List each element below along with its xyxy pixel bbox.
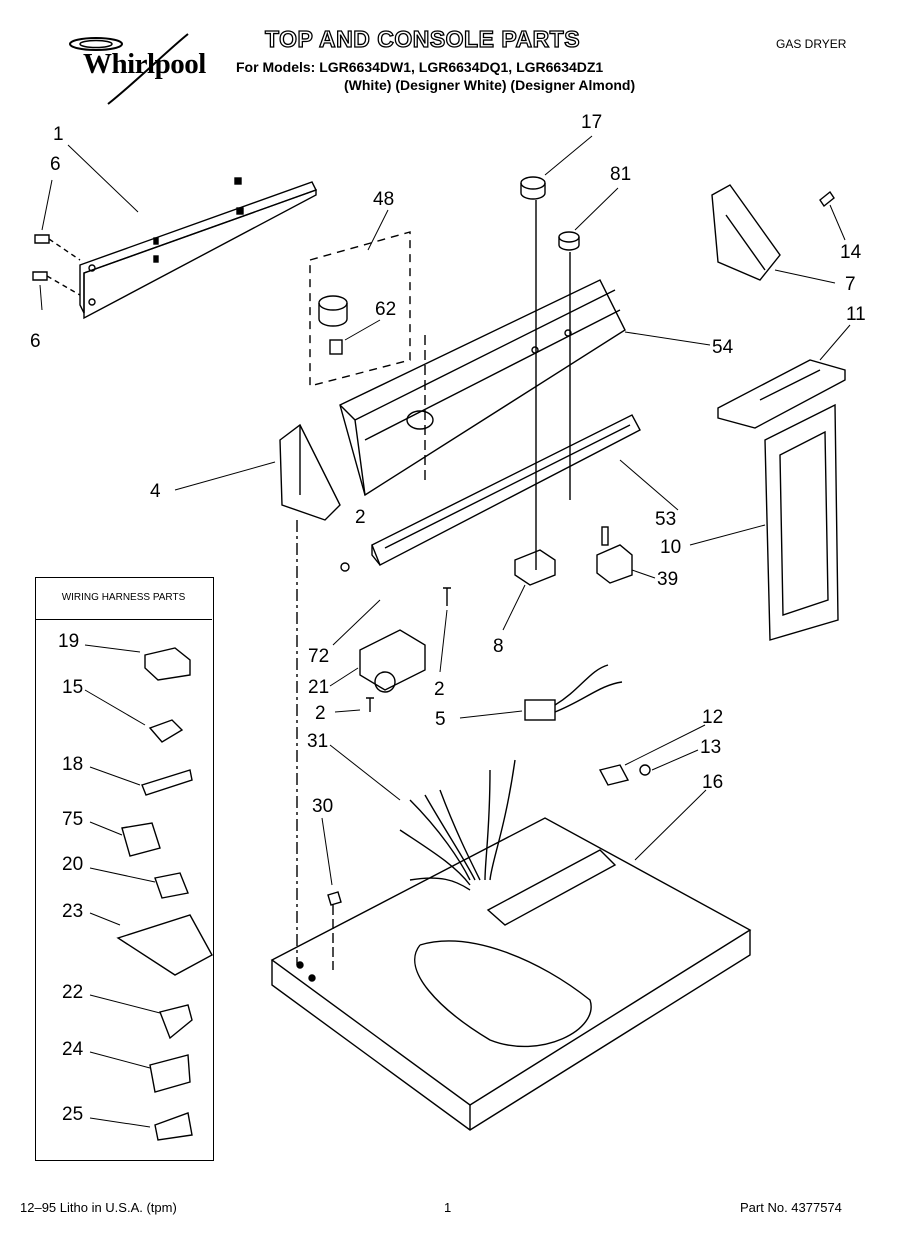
part-bracket-7 xyxy=(711,184,781,281)
callout-24: 24 xyxy=(62,1039,84,1060)
callout-2c: 2 xyxy=(434,679,445,700)
callout-1: 1 xyxy=(53,124,64,145)
part-screws-6 xyxy=(32,234,81,296)
callout-25: 25 xyxy=(62,1104,84,1125)
part-top-panel-16 xyxy=(270,817,752,1131)
callout-72: 72 xyxy=(308,646,330,667)
callout-5: 5 xyxy=(435,709,446,730)
callout-2b: 2 xyxy=(315,703,326,724)
callout-22: 22 xyxy=(62,982,84,1003)
callout-11: 11 xyxy=(846,304,866,325)
variants-line: (White) (Designer White) (Designer Almon… xyxy=(344,77,636,93)
callout-7: 7 xyxy=(845,274,856,295)
page-title: TOP AND CONSOLE PARTS xyxy=(264,25,581,52)
callout-53: 53 xyxy=(655,509,677,530)
part-timer-21 xyxy=(359,629,426,693)
callout-81: 81 xyxy=(610,164,632,185)
callout-4: 4 xyxy=(150,481,161,502)
part-screw-14 xyxy=(819,190,835,208)
callout-75: 75 xyxy=(62,809,84,830)
product-type: GAS DRYER xyxy=(776,37,847,51)
part-clip-30 xyxy=(327,891,342,970)
callout-21: 21 xyxy=(308,677,330,698)
callout-19: 19 xyxy=(58,631,80,652)
callout-23: 23 xyxy=(62,901,84,922)
part-wire-harness-31 xyxy=(399,759,516,891)
part-screw-13 xyxy=(639,764,651,776)
part-knob-kit-48 xyxy=(309,231,411,387)
part-switch-8 xyxy=(514,549,556,586)
callout-6a: 6 xyxy=(50,154,61,175)
leader-lines xyxy=(39,135,851,1128)
whirlpool-logo-swoosh xyxy=(69,33,189,105)
part-rear-panel xyxy=(79,177,317,320)
callout-15: 15 xyxy=(62,677,84,698)
part-control-panel-54 xyxy=(339,279,626,497)
part-switch-39 xyxy=(596,526,633,584)
callout-18: 18 xyxy=(62,754,84,775)
callout-48: 48 xyxy=(373,189,395,210)
part-screws-2 xyxy=(340,562,451,712)
callout-39: 39 xyxy=(657,569,679,590)
callout-31: 31 xyxy=(307,731,329,752)
part-end-cap-4 xyxy=(279,423,341,965)
footer-part-number: Part No. 4377574 xyxy=(740,1200,842,1215)
callout-2a: 2 xyxy=(355,507,366,528)
callout-30: 30 xyxy=(312,796,334,817)
callout-20: 20 xyxy=(62,854,84,875)
callout-62: 62 xyxy=(375,299,397,320)
part-filter-housing-10 xyxy=(764,403,839,641)
callout-10: 10 xyxy=(660,537,682,558)
callout-14: 14 xyxy=(840,242,862,263)
part-clip-12 xyxy=(598,764,630,786)
callout-13: 13 xyxy=(700,737,722,758)
part-knobs xyxy=(520,176,580,570)
callout-54: 54 xyxy=(712,337,734,358)
callout-8: 8 xyxy=(493,636,504,657)
brand-logo: Whirlpool xyxy=(83,48,206,80)
models-line: For Models: LGR6634DW1, LGR6634DQ1, LGR6… xyxy=(236,59,604,75)
callout-16: 16 xyxy=(702,772,724,793)
part-connector-5 xyxy=(524,664,623,721)
part-bracket-53 xyxy=(371,414,641,566)
wiring-harness-title: WIRING HARNESS PARTS xyxy=(35,577,212,620)
part-filter-cover-11 xyxy=(717,359,846,429)
callout-6b: 6 xyxy=(30,331,41,352)
callout-17: 17 xyxy=(581,112,603,133)
callout-12: 12 xyxy=(702,707,724,728)
footer-page-number: 1 xyxy=(444,1200,452,1215)
footer-print-info: 12–95 Litho in U.S.A. (tpm) xyxy=(20,1200,177,1215)
wiring-harness-box xyxy=(35,577,214,1161)
harness-inset-parts xyxy=(116,647,213,1141)
